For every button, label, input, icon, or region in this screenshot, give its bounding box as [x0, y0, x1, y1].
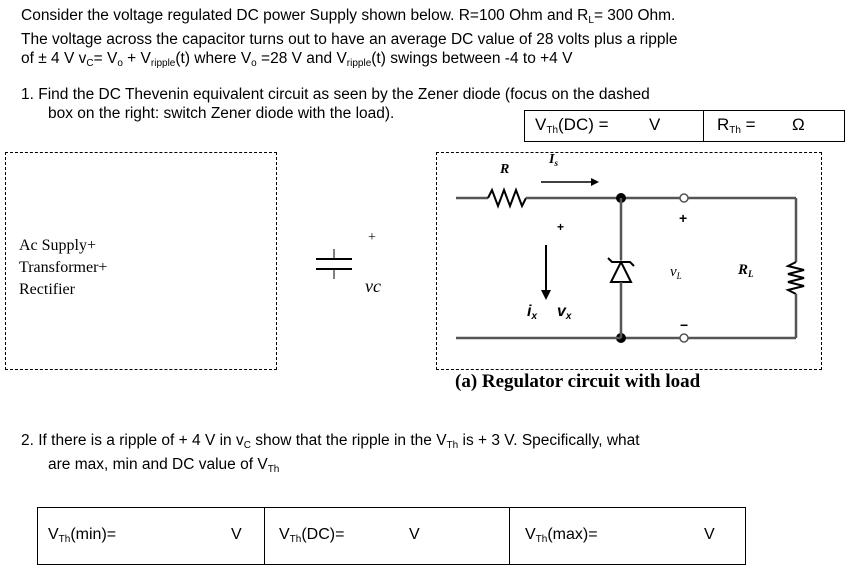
- question-2: 2. If there is a ripple of + 4 V in vC s…: [21, 431, 640, 479]
- is-label: Is: [549, 152, 558, 168]
- question-1-line-2: box on the right: switch Zener diode wit…: [48, 105, 395, 122]
- resistor-r-label: R: [500, 162, 510, 177]
- supply-label-line: Rectifier: [19, 281, 75, 298]
- capacitor-plus-sign: +: [368, 230, 376, 245]
- output-terminal: [679, 333, 689, 343]
- answer-box-thevenin: VTh(DC) = V RTh = Ω: [524, 110, 845, 142]
- subscript: o: [251, 58, 257, 69]
- vx-label: vx: [557, 303, 572, 322]
- regulator-circuit: [456, 178, 805, 343]
- supply-label-line: Transformer+: [19, 259, 108, 276]
- circuit-caption: (a) Regulator circuit with load: [455, 371, 701, 392]
- rl-label: RL: [738, 262, 754, 279]
- intro-text: Consider the voltage regulated DC power …: [21, 7, 589, 24]
- intro-text: = 300 Ohm.: [593, 7, 676, 24]
- output-minus-sign: −: [680, 317, 689, 333]
- vth-min-unit: V: [231, 526, 242, 543]
- vc-label: vc: [365, 276, 381, 296]
- intro-text: = V: [93, 50, 118, 67]
- capacitor-symbol: [316, 249, 352, 279]
- vth-dc-label-2: VTh(DC)=: [279, 526, 345, 545]
- vth-max-label: VTh(max)=: [525, 526, 598, 545]
- intro-text: of ± 4 V v: [21, 50, 87, 67]
- answer-box-divider: [703, 111, 704, 141]
- answer-box-divider: [264, 508, 265, 564]
- intro-text: + V: [122, 50, 151, 67]
- vth-dc-unit: V: [649, 115, 661, 134]
- intro-text: =28 V and V: [256, 50, 347, 67]
- resistor-r: [487, 187, 527, 209]
- subscript: ripple: [346, 58, 372, 69]
- answer-box-ripple: VTh(min)= V VTh(DC)= V VTh(max)= V: [37, 507, 746, 565]
- vth-dc-label: VTh(DC) =: [535, 115, 609, 136]
- supply-dashed-box: [5, 152, 277, 370]
- ix-arrowhead: [541, 290, 551, 300]
- zener-bar: [607, 257, 635, 267]
- subscript: o: [117, 58, 123, 69]
- output-plus-sign: +: [679, 210, 688, 226]
- intro-text: (t) where V: [175, 50, 252, 67]
- subscript: C: [86, 58, 94, 69]
- question-1: 1. Find the DC Thevenin equivalent circu…: [21, 85, 650, 123]
- answer-box-divider: [509, 508, 510, 564]
- zener-diode: [609, 259, 633, 283]
- rth-label: RTh =: [717, 115, 756, 136]
- vth-dc-unit-2: V: [409, 526, 420, 543]
- vth-max-unit: V: [704, 526, 715, 543]
- vth-min-label: VTh(min)=: [48, 526, 117, 545]
- subscript: L: [588, 15, 594, 26]
- question-2-line-1: 2. If there is a ripple of + 4 V in vC s…: [21, 432, 640, 451]
- intro-line-1: Consider the voltage regulated DC power …: [21, 6, 678, 30]
- intro-line-3: of ± 4 V vC= Vo + Vripple(t) where Vo =2…: [21, 49, 678, 73]
- is-arrowhead: [591, 178, 599, 186]
- question-1-line-1: 1. Find the DC Thevenin equivalent circu…: [21, 86, 650, 103]
- intro-text: (t) swings between -4 to +4 V: [371, 50, 573, 67]
- supply-label-line: Ac Supply+: [19, 237, 97, 254]
- resistor-rl: [785, 261, 805, 295]
- node-plus-sign: +: [557, 220, 565, 234]
- regulator-dashed-box: [436, 152, 822, 370]
- question-2-line-2: are max, min and DC value of VTh: [48, 456, 280, 475]
- rth-unit: Ω: [792, 115, 805, 134]
- problem-intro: Consider the voltage regulated DC power …: [21, 6, 678, 73]
- vl-label: vL: [670, 264, 682, 281]
- output-terminal: [679, 193, 689, 203]
- ix-label: ix: [527, 303, 538, 322]
- intro-line-2: The voltage across the capacitor turns o…: [21, 31, 678, 48]
- subscript: ripple: [150, 58, 176, 69]
- supply-label: Ac Supply+ Transformer+ Rectifier: [19, 235, 107, 301]
